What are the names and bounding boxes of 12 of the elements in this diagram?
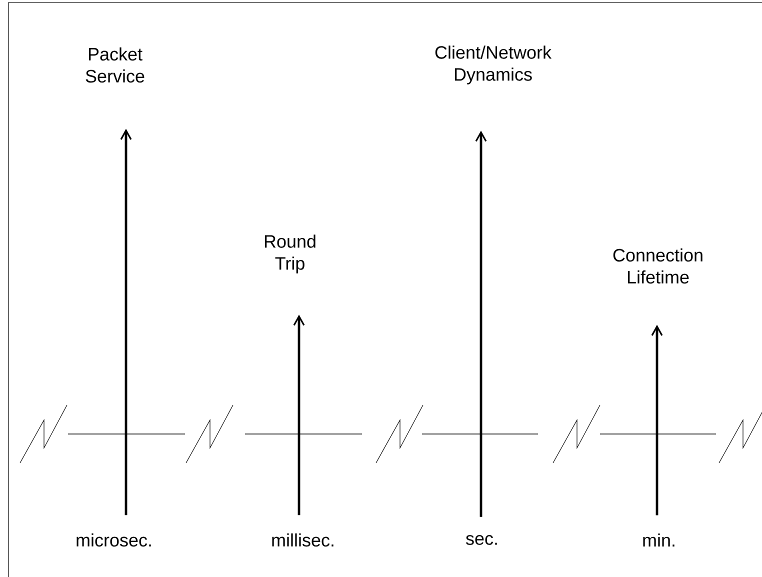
time-scale-label: min. bbox=[643, 533, 674, 546]
arrow bbox=[293, 314, 305, 516]
process-label: Client/Network Dynamics bbox=[435, 46, 552, 84]
process-label: Connection Lifetime bbox=[613, 248, 702, 284]
arrow bbox=[120, 128, 132, 516]
time-scale-label: sec. bbox=[466, 535, 497, 545]
time-scale-label: microsec. bbox=[76, 533, 151, 547]
time-scale-label: millisec. bbox=[272, 533, 334, 547]
process-label: Round Trip bbox=[264, 234, 316, 274]
arrow bbox=[651, 324, 663, 516]
arrow bbox=[475, 130, 487, 517]
process-label: Packet Service bbox=[86, 47, 144, 83]
